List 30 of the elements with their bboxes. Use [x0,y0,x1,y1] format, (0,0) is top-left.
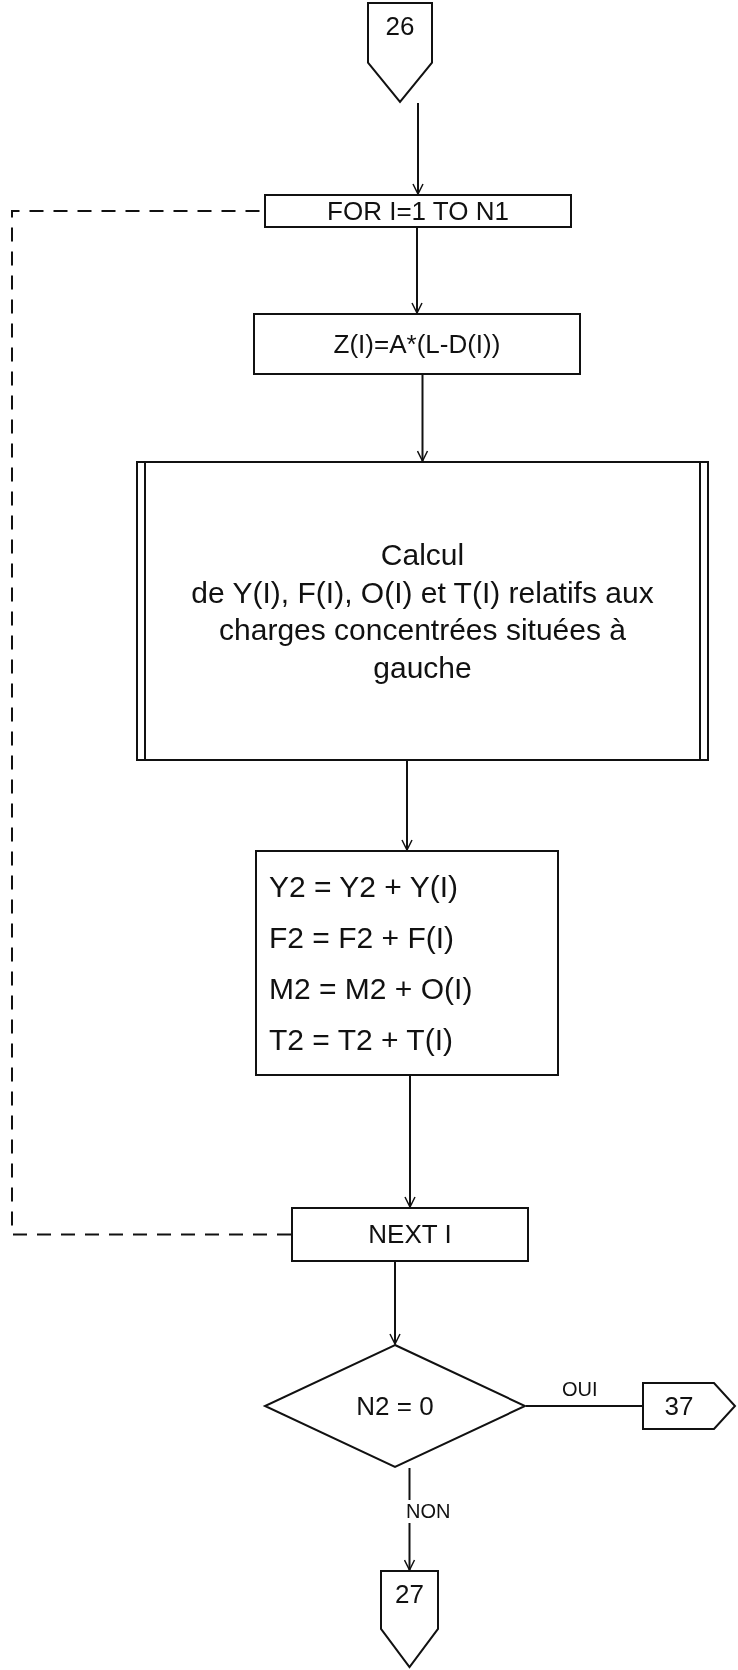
node-text: N2 = 0 [356,1389,434,1423]
off-page-connector [380,1570,439,1668]
predefined-process-box [136,461,709,761]
process-box [255,850,559,1076]
node-text: FOR I=1 TO N1 [327,194,509,228]
off-page-connector [367,2,433,103]
arrow [412,102,424,195]
node-text: F2 = F2 + F(I) [269,920,455,956]
node-text: Calcul [380,537,465,573]
connector-line [525,1405,643,1407]
node-text: 27 [395,1578,424,1611]
off-page-connector [642,1382,736,1430]
node-text: 26 [385,10,415,43]
connector-line [11,210,292,1236]
arrow [389,1261,401,1345]
node-text: Y2 = Y2 + Y(I) [269,869,458,905]
process-box [264,194,572,228]
arrow [411,227,423,314]
arrow [416,374,429,462]
process-box [253,313,581,375]
arrow [404,1075,416,1208]
node-text: de Y(I), F(I), O(I) et T(I) relatifs aux charges concentrées situées à gauche [190,574,655,686]
node-text: M2 = M2 + O(I) [269,971,473,1007]
node-text: 37 [664,1389,694,1423]
node-text: T2 = T2 + T(I) [269,1022,453,1058]
process-box [291,1207,529,1262]
node-text: Z(I)=A*(L-D(I)) [333,327,501,361]
decision-diamond [264,1344,526,1468]
arrow [401,760,413,851]
node-text: NEXT I [368,1218,452,1251]
